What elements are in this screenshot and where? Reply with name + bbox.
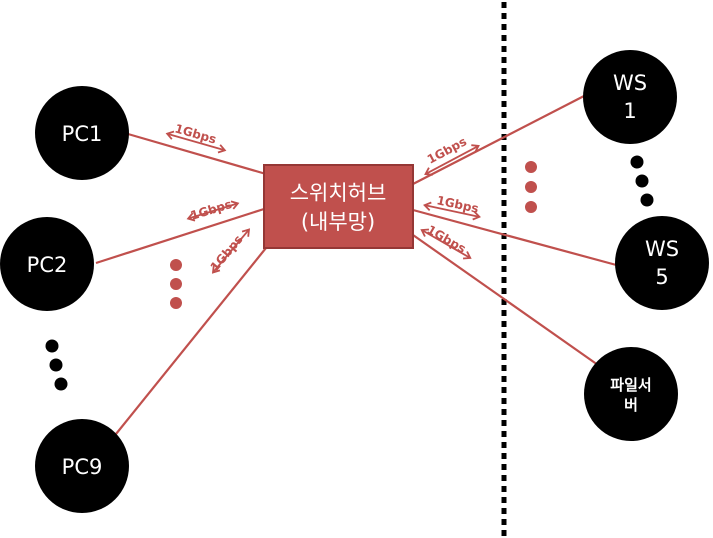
ws1-node: [583, 50, 677, 144]
link-pc1-hub: [127, 132, 267, 176]
more-ws-dots-red: [525, 161, 537, 213]
more-ws-dots: [630, 155, 654, 207]
switch-hub-sublabel: (내부망): [301, 210, 375, 234]
ws5-number: 5: [655, 265, 668, 289]
file-server-label-cont: 버: [624, 396, 638, 414]
speed-label-pc2: 1Gbps: [189, 197, 234, 223]
ws1-number: 1: [623, 99, 636, 123]
arrow-ws1: [424, 144, 480, 176]
arrow-pc2: [186, 200, 240, 222]
speed-label-pc1: 1Gbps: [173, 121, 218, 146]
pc9-node: [35, 419, 129, 513]
switch-hub: [263, 164, 414, 249]
pc1-label: PC1: [62, 122, 103, 146]
file-server-label: 파일서: [610, 376, 651, 394]
switch-hub-label: 스위치허브: [290, 181, 387, 205]
link-hub-fileserver: [412, 234, 599, 366]
pc2-node: [0, 217, 94, 311]
more-pcs-dots-red: [170, 259, 182, 309]
file-server-node: [584, 347, 678, 441]
pc9-label: PC9: [62, 455, 103, 479]
ws5-node: [615, 216, 709, 310]
speed-label-pc9: 1Gbps: [208, 232, 246, 274]
ws1-label: WS: [613, 71, 647, 95]
arrow-ws5: [423, 201, 481, 221]
link-pc9-hub: [115, 242, 271, 435]
arrow-fileserver: [420, 228, 472, 260]
pc1-node: [35, 86, 129, 180]
ws5-label: WS: [645, 237, 679, 261]
speed-label-fileserver: 1Gbps: [425, 222, 469, 255]
link-hub-ws1: [412, 95, 585, 185]
link-pc2-hub: [95, 207, 265, 265]
arrow-pc1: [165, 130, 227, 154]
more-pcs-dots: [45, 339, 68, 391]
arrow-pc9: [211, 228, 251, 274]
pc2-label: PC2: [27, 253, 68, 277]
link-hub-ws5: [412, 208, 621, 268]
